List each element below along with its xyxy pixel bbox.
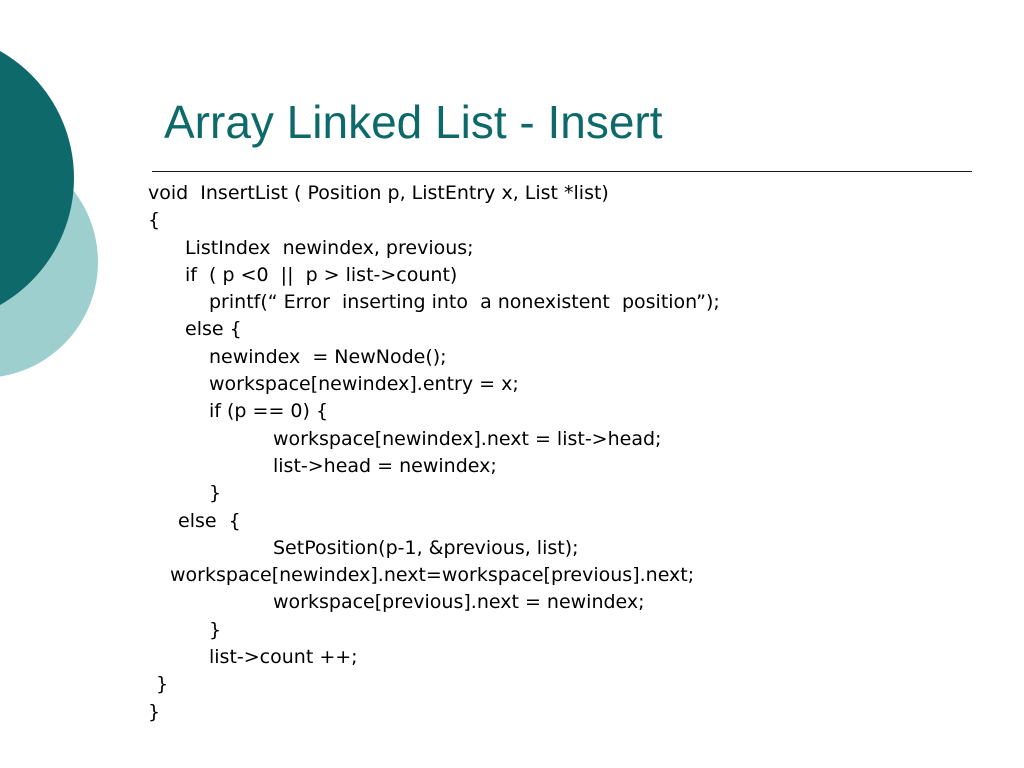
code-line: workspace[newindex].next=workspace[previ… (170, 564, 695, 587)
code-line: SetPosition(p-1, &previous, list); (273, 536, 579, 559)
code-line: } (148, 700, 161, 723)
code-line: printf(“ Error inserting into a nonexist… (209, 291, 720, 314)
title-divider (152, 171, 972, 172)
code-line: } (209, 618, 222, 641)
code-line: list->count ++; (209, 646, 358, 669)
code-line: void InsertList ( Position p, ListEntry … (148, 182, 609, 204)
code-line: if (p == 0) { (209, 400, 329, 423)
code-line: if ( p <0 || p > list->count) (185, 263, 458, 286)
code-line: } (156, 673, 169, 696)
code-line: list->head = newindex; (273, 454, 497, 477)
code-line: else { (185, 318, 242, 341)
code-line: workspace[newindex].next = list->head; (273, 427, 662, 450)
slide-title: Array Linked List - Insert (164, 96, 663, 148)
code-line: ListIndex newindex, previous; (185, 236, 474, 259)
code-line: workspace[previous].next = newindex; (273, 591, 645, 614)
code-line: } (209, 482, 222, 505)
code-block: void InsertList ( Position p, ListEntry … (148, 180, 720, 726)
code-line: else { (178, 509, 241, 532)
code-line: { (148, 209, 161, 232)
code-line: workspace[newindex].entry = x; (209, 373, 519, 396)
code-line: newindex = NewNode(); (209, 345, 447, 368)
